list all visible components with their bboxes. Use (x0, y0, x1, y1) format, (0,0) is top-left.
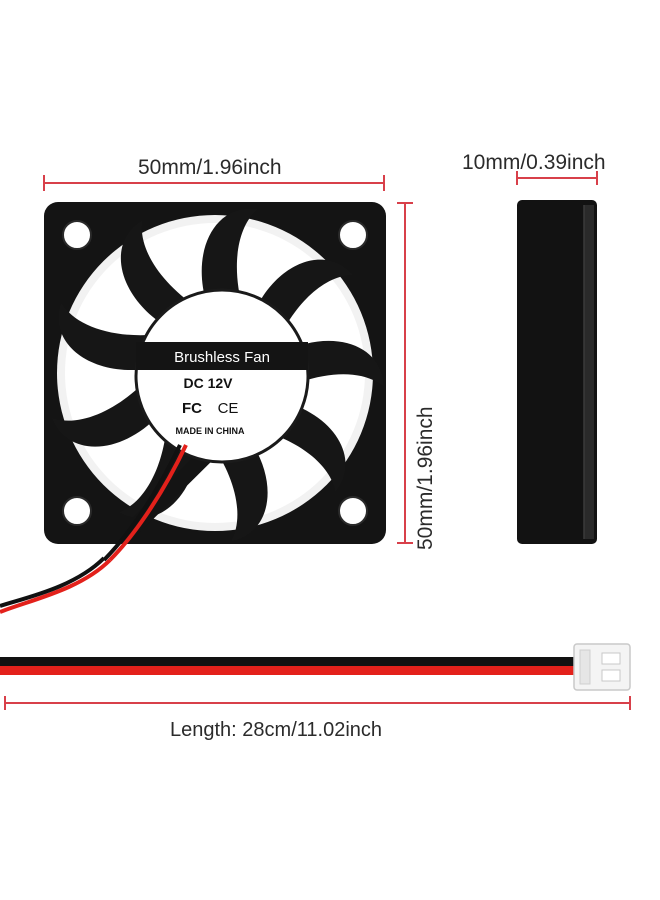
mount-hole-top-left (62, 220, 92, 250)
cable-with-connector (0, 643, 631, 691)
mount-hole-bottom-right (338, 496, 368, 526)
jst-connector (573, 643, 631, 691)
height-dimension-line (397, 202, 413, 544)
hub-ce-mark: CE (218, 400, 239, 417)
length-dimension-line (4, 696, 631, 710)
length-label: Length: 28cm/11.02inch (170, 719, 383, 741)
height-label: 50mm/1.96inch (414, 406, 437, 550)
fan-front-view: Brushless Fan DC 12V FC CE MADE IN CHINA (44, 202, 386, 562)
fan-side-view (517, 200, 597, 544)
fan-hub-sticker (134, 288, 310, 464)
fan-cable-top (0, 556, 112, 614)
mount-hole-bottom-left (62, 496, 92, 526)
hub-fc-mark: FC (182, 400, 202, 417)
width-label: 50mm/1.96inch (138, 156, 282, 179)
depth-label: 10mm/0.39inch (462, 151, 606, 174)
hub-origin: MADE IN CHINA (176, 426, 245, 436)
width-dimension-line (43, 175, 385, 191)
depth-dimension-line (516, 171, 598, 185)
mount-hole-top-right (338, 220, 368, 250)
hub-voltage: DC 12V (183, 375, 233, 391)
hub-title: Brushless Fan (174, 349, 270, 366)
